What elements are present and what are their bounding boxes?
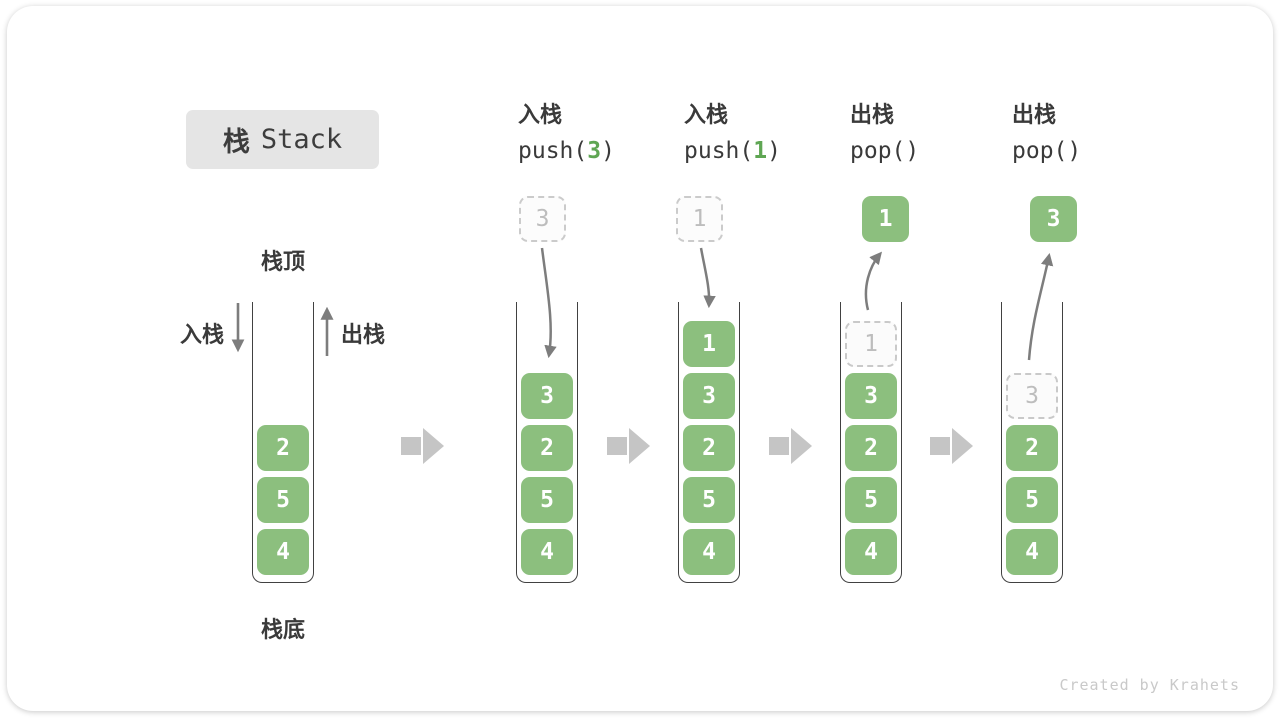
stack-cell: 2: [521, 425, 573, 471]
stack-cell: 3: [845, 373, 897, 419]
op-code-label: pop(): [850, 138, 920, 164]
popped-item-box: 1: [862, 196, 909, 242]
op-code-label: pop(): [1012, 138, 1082, 164]
stack-cell: 1: [683, 321, 735, 367]
stack-cell: 3: [521, 373, 573, 419]
stack-cell: 3: [683, 373, 735, 419]
stack-cell: 5: [1006, 477, 1058, 523]
stack-after-pop-3: 3 2 5 4: [1001, 302, 1063, 583]
code-pre: push(: [518, 138, 588, 164]
watermark: Created by Krahets: [1059, 676, 1240, 694]
stack-cell: 4: [521, 529, 573, 575]
stack-cell: 4: [257, 529, 309, 575]
stack-cell: 5: [683, 477, 735, 523]
stack-cell: 4: [1006, 529, 1058, 575]
op-header-push-1: 入栈 push(1): [684, 103, 781, 164]
push-side-label: 入栈: [179, 323, 224, 348]
stack-cell: 2: [1006, 425, 1058, 471]
stack-after-push-1: 1 3 2 5 4: [678, 302, 740, 583]
push-item-box: 1: [676, 196, 723, 242]
op-cn-label: 出栈: [850, 103, 895, 128]
pop-side-label: 出栈: [341, 323, 386, 348]
code-arg: 1: [753, 138, 768, 164]
op-header-pop-3: 出栈 pop(): [1012, 103, 1081, 164]
op-cn-label: 入栈: [684, 103, 729, 128]
code-arg: 3: [587, 138, 602, 164]
stack-cell-removed: 3: [1006, 373, 1058, 419]
title-cn: 栈: [222, 127, 250, 158]
push-item-box: 3: [519, 196, 566, 242]
stack-cell: 2: [257, 425, 309, 471]
stack-cell: 2: [683, 425, 735, 471]
op-header-push-3: 入栈 push(3): [518, 103, 615, 164]
title-en: Stack: [260, 124, 343, 155]
stack-after-push-3: 3 2 5 4: [516, 302, 578, 583]
stack-cell: 5: [845, 477, 897, 523]
code-post: ): [601, 138, 615, 164]
diagram-title: 栈 Stack: [186, 110, 379, 169]
code-post: ): [767, 138, 781, 164]
popped-item-box: 3: [1030, 196, 1077, 242]
stack-cell: 2: [845, 425, 897, 471]
stack-after-pop-1: 1 3 2 5 4: [840, 302, 902, 583]
stack-initial: 2 5 4: [252, 302, 314, 583]
op-header-pop-1: 出栈 pop(): [850, 103, 919, 164]
op-code-label: push(1): [684, 138, 781, 164]
stack-top-label: 栈顶: [260, 250, 305, 275]
stack-cell: 5: [257, 477, 309, 523]
stack-bottom-label: 栈底: [260, 618, 305, 643]
stack-cell-removed: 1: [845, 321, 897, 367]
stack-cell: 4: [683, 529, 735, 575]
op-code-label: push(3): [518, 138, 615, 164]
stack-cell: 4: [845, 529, 897, 575]
stack-cell: 5: [521, 477, 573, 523]
code-pre: push(: [684, 138, 754, 164]
op-cn-label: 出栈: [1012, 103, 1057, 128]
op-cn-label: 入栈: [518, 103, 563, 128]
